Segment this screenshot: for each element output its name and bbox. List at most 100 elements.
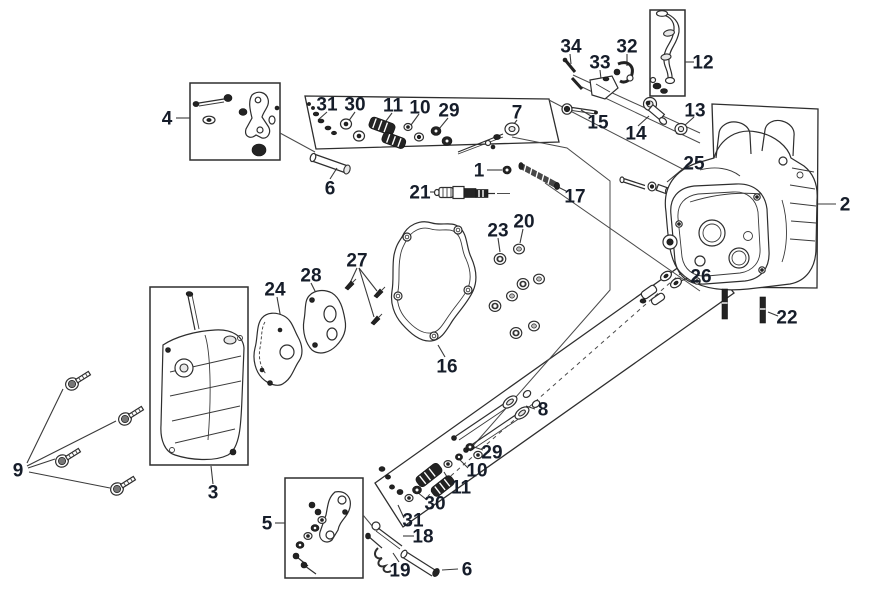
head-cover-gasket-16-drawing bbox=[390, 221, 477, 342]
rocker-arm-box-5 bbox=[284, 477, 364, 579]
part-label-29b: 29 bbox=[481, 443, 502, 464]
leader-line bbox=[28, 471, 111, 489]
valves-8-drawing bbox=[451, 389, 541, 453]
breather-clamp-parts-drawing bbox=[562, 57, 634, 100]
valve-cover-box-3 bbox=[149, 286, 249, 466]
part-label-7: 7 bbox=[512, 103, 523, 124]
part-label-11a: 11 bbox=[383, 96, 404, 117]
part-label-4: 4 bbox=[162, 109, 173, 130]
gasket-24-drawing bbox=[253, 312, 303, 386]
leader-line bbox=[666, 166, 686, 183]
part-label-30b: 30 bbox=[424, 494, 445, 515]
cover-bolts-9-drawing bbox=[52, 367, 147, 499]
part-label-6a: 6 bbox=[325, 179, 336, 200]
leader-line bbox=[438, 117, 449, 130]
leader-line bbox=[349, 267, 358, 284]
leader-line bbox=[637, 115, 650, 127]
part-label-31b: 31 bbox=[402, 511, 424, 532]
leader-line bbox=[569, 53, 572, 65]
clevis-18-drawing bbox=[365, 521, 403, 550]
part-label-9: 9 bbox=[13, 461, 24, 482]
dowel-pin-25-drawing bbox=[619, 176, 672, 195]
part-label-24: 24 bbox=[264, 280, 286, 301]
part-label-1: 1 bbox=[474, 161, 485, 182]
box4-to-shaft6 bbox=[279, 132, 316, 153]
leader-line bbox=[497, 237, 501, 253]
part-label-28: 28 bbox=[300, 266, 321, 287]
valve-assembly-band bbox=[374, 251, 735, 528]
leader-line bbox=[317, 111, 328, 121]
part-label-20: 20 bbox=[513, 212, 534, 233]
breather-tube-12-drawing bbox=[649, 10, 680, 94]
leader-line bbox=[358, 267, 378, 292]
part-label-22: 22 bbox=[776, 308, 797, 329]
leader-line bbox=[441, 568, 459, 571]
part-label-18: 18 bbox=[412, 527, 433, 548]
rocker-shaft-6-bottom-drawing bbox=[400, 549, 440, 577]
leader-line bbox=[26, 388, 64, 464]
leader-line bbox=[767, 311, 779, 317]
breather-tube-box-12 bbox=[649, 9, 686, 97]
clip-19-drawing bbox=[374, 547, 392, 574]
part-label-30a: 30 bbox=[344, 95, 365, 116]
leader-line bbox=[210, 465, 214, 485]
part-label-10a: 10 bbox=[409, 98, 430, 119]
rocker-arm-box-4 bbox=[189, 82, 281, 161]
studs-22-drawing bbox=[721, 288, 766, 324]
part-label-16: 16 bbox=[436, 357, 457, 378]
nut-washer-cluster-drawing bbox=[488, 243, 546, 339]
panel-to-head-upper bbox=[548, 99, 701, 179]
stud-17-drawing bbox=[518, 162, 560, 190]
leader-line bbox=[385, 112, 393, 122]
nut-1-drawing bbox=[502, 165, 512, 175]
valve-spring-cluster-drawing bbox=[378, 443, 483, 503]
part-label-11b: 11 bbox=[451, 478, 472, 499]
part-label-5: 5 bbox=[262, 514, 273, 535]
part-label-12: 12 bbox=[692, 53, 713, 74]
leader-line bbox=[27, 458, 56, 469]
part-label-29a: 29 bbox=[438, 101, 459, 122]
gasket-region-boundary bbox=[471, 136, 611, 448]
part-label-31a: 31 bbox=[316, 95, 338, 116]
leader-line bbox=[519, 228, 524, 244]
box5-to-part18 bbox=[362, 514, 374, 528]
pivot-14-drawing bbox=[642, 96, 668, 125]
part-label-27: 27 bbox=[346, 251, 367, 272]
part-label-21: 21 bbox=[409, 183, 431, 204]
nut-13-drawing bbox=[674, 122, 688, 136]
part-label-25: 25 bbox=[683, 154, 705, 175]
center-axis-dashed-line bbox=[427, 266, 689, 497]
valve-guide-26-drawing bbox=[639, 270, 683, 306]
part-label-13: 13 bbox=[684, 101, 705, 122]
part-label-10b: 10 bbox=[466, 461, 487, 482]
leader-line bbox=[525, 405, 536, 410]
rocker-shaft-6-top-drawing bbox=[309, 152, 351, 175]
part-label-19: 19 bbox=[389, 561, 410, 582]
cylinder-head-2-drawing bbox=[664, 119, 818, 291]
leader-line bbox=[26, 420, 117, 467]
leader-line bbox=[397, 504, 405, 519]
bolt-15-drawing bbox=[561, 103, 598, 115]
spark-plug-21-drawing bbox=[433, 185, 510, 200]
leader-line bbox=[437, 344, 446, 358]
enclosure-boxes-layer bbox=[149, 9, 686, 579]
rocker-assembly-4-drawing bbox=[192, 91, 280, 157]
rocker-assembly-5-drawing bbox=[292, 491, 351, 575]
part-label-26: 26 bbox=[690, 267, 711, 288]
valve-cover-3-drawing bbox=[160, 291, 245, 461]
part-label-8: 8 bbox=[538, 400, 549, 421]
part-label-15: 15 bbox=[587, 113, 609, 134]
leader-line bbox=[410, 113, 420, 126]
leader-line bbox=[358, 267, 375, 318]
leader-line bbox=[580, 109, 592, 117]
part-number-labels-layer: 1234566789101011111213141516171819202122… bbox=[13, 37, 851, 582]
part-label-6b: 6 bbox=[462, 560, 473, 581]
part-label-32: 32 bbox=[616, 37, 637, 58]
part-label-3: 3 bbox=[208, 483, 219, 504]
leader-line bbox=[392, 552, 400, 563]
plate-28-drawing bbox=[302, 289, 347, 354]
part-label-34: 34 bbox=[560, 37, 582, 58]
leader-line bbox=[458, 458, 469, 469]
valve-small-parts-top-drawing bbox=[307, 102, 520, 155]
